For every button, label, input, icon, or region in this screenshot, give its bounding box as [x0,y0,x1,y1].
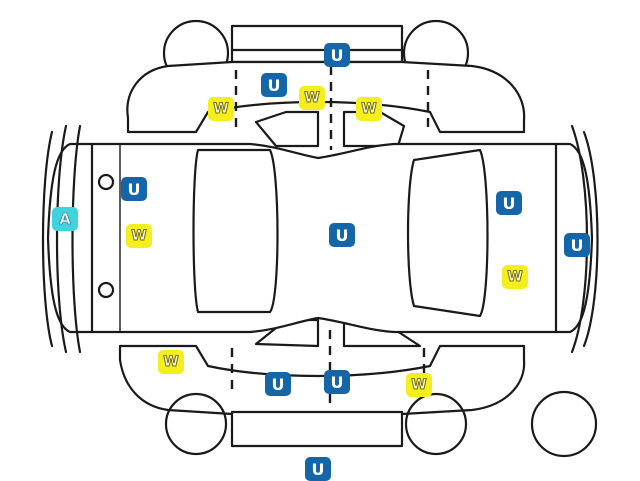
body-top-view [41,124,599,354]
damage-marker-a[interactable]: A [52,207,78,231]
damage-marker-w[interactable]: W [406,373,432,397]
damage-marker-u[interactable]: U [496,191,522,215]
damage-marker-u[interactable]: U [324,43,350,67]
damage-marker-w[interactable]: W [502,265,528,289]
roof-panel-bottom [230,410,404,448]
damage-marker-u[interactable]: U [564,233,590,257]
wheel-rear-left [164,392,228,456]
wheel-rear-right [404,392,468,456]
damage-marker-u[interactable]: U [305,457,331,481]
damage-marker-w[interactable]: W [299,86,325,110]
roof-panel-top [230,24,404,64]
damage-marker-w[interactable]: W [356,97,382,121]
damage-marker-u[interactable]: U [121,177,147,201]
damage-marker-w[interactable]: W [208,97,234,121]
damage-marker-u[interactable]: U [329,223,355,247]
left-side-profile [126,60,526,150]
damage-marker-u[interactable]: U [261,73,287,97]
damage-marker-u[interactable]: U [324,370,350,394]
damage-marker-w[interactable]: W [126,224,152,248]
spare-wheel [530,390,598,458]
damage-marker-w[interactable]: W [158,350,184,374]
damage-marker-u[interactable]: U [265,372,291,396]
